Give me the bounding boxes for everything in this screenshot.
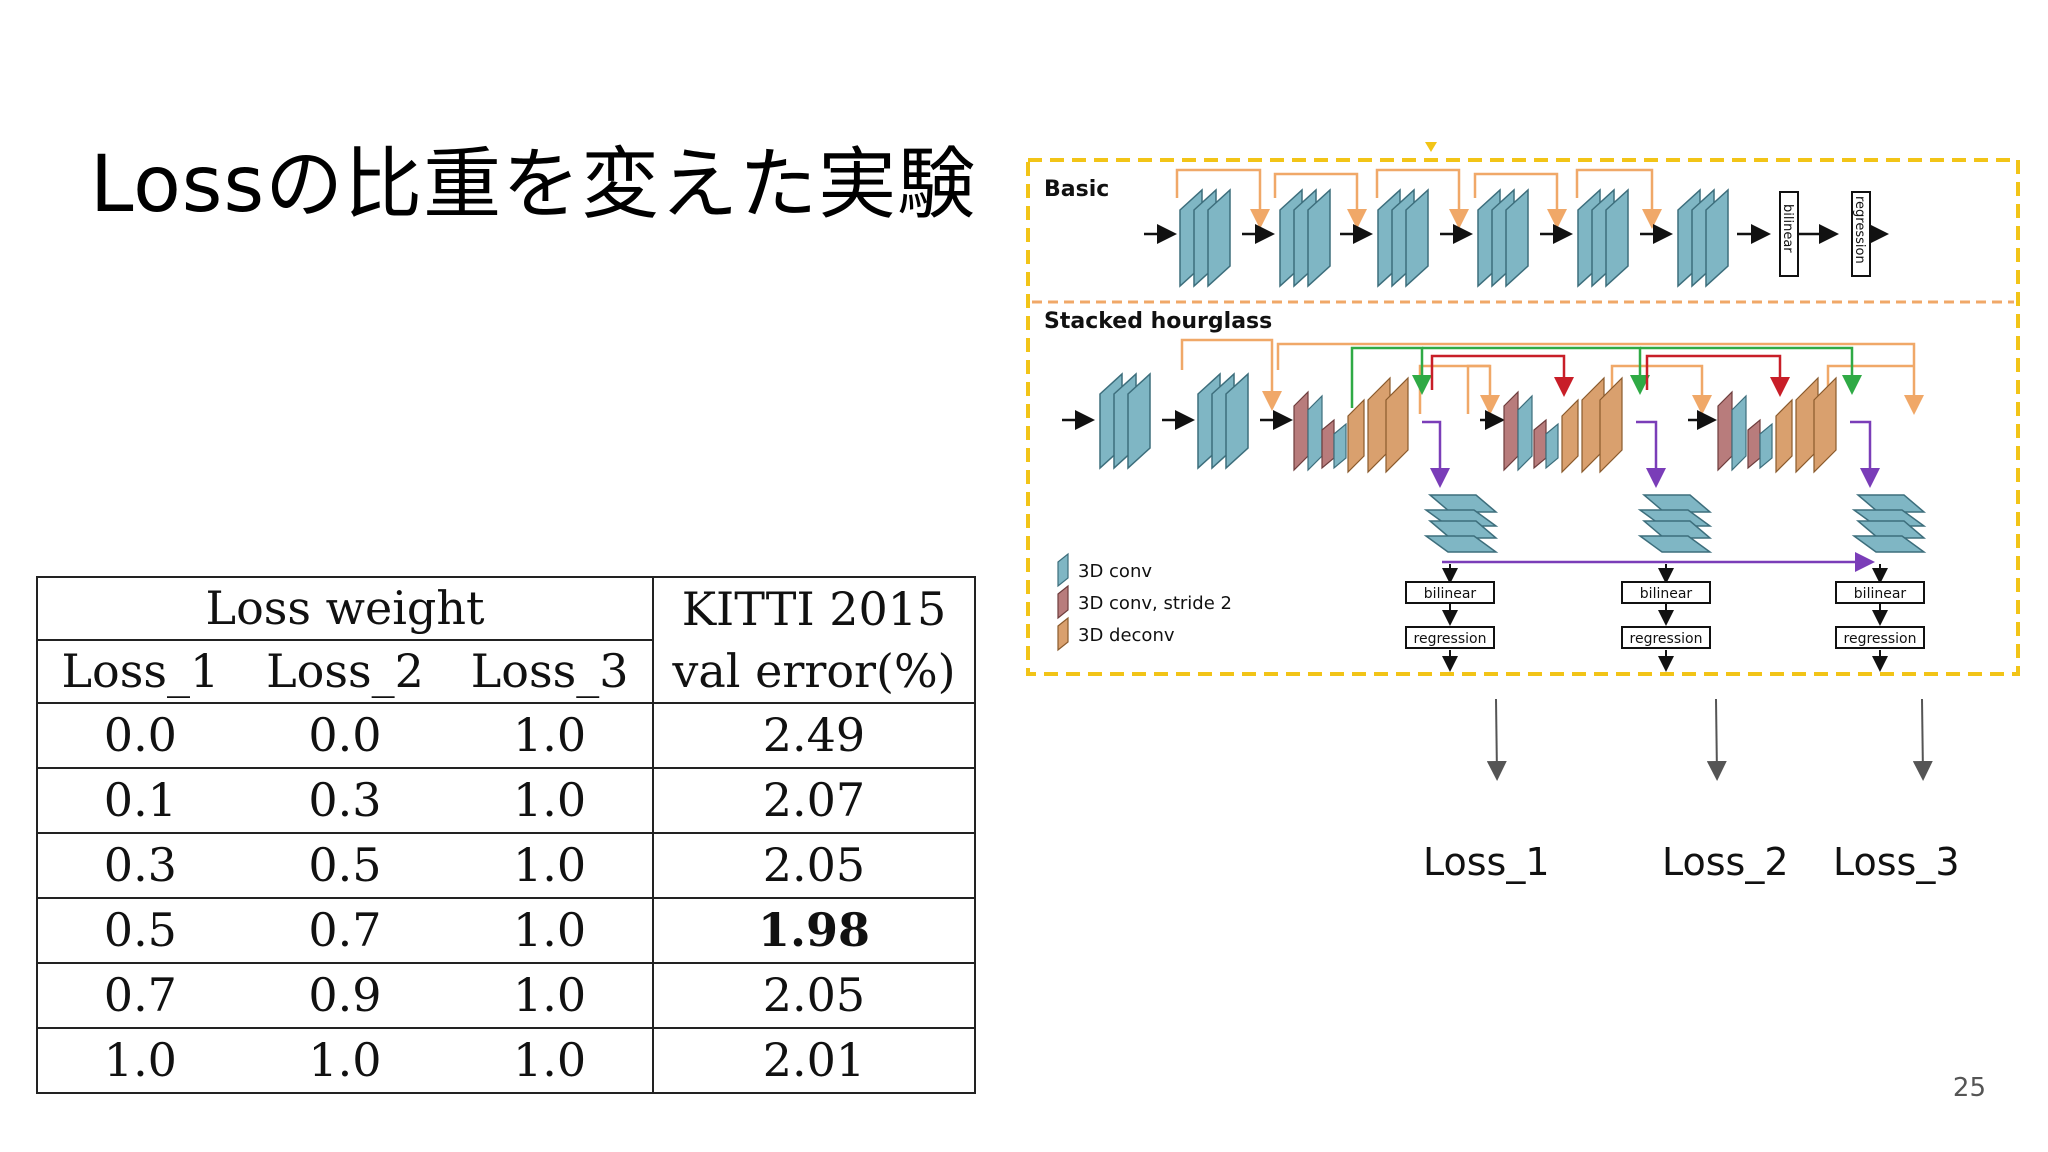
table-row: 0.1 0.3 1.0 2.07: [36, 767, 976, 834]
regression-text-2: regression: [1630, 631, 1703, 647]
bilinear-text-1: bilinear: [1424, 586, 1477, 602]
slide-title: Lossの比重を変えた実験: [90, 140, 977, 230]
cell-loss3: 1.0: [447, 702, 654, 769]
cell-loss2: 0.7: [242, 897, 448, 964]
regression-text-3: regression: [1844, 631, 1917, 647]
bilinear-text-2: bilinear: [1640, 586, 1693, 602]
basic-conv-block-1: [1179, 188, 1231, 288]
cell-loss3: 1.0: [447, 1027, 654, 1094]
basic-label: Basic: [1044, 177, 1109, 202]
loss1-arrow: [1486, 698, 1507, 781]
legend-conv-stride-icon: [1057, 584, 1069, 620]
table-header-row: Loss weight KITTI 2015: [36, 576, 976, 640]
cell-loss1: 0.7: [36, 962, 243, 1029]
cell-loss2: 1.0: [242, 1027, 448, 1094]
cell-loss3: 1.0: [447, 832, 654, 899]
column-header-loss3: Loss_3: [447, 639, 654, 704]
network-architecture-figure: Basic Stacked hourglass: [1026, 142, 2020, 676]
cell-error: 2.01: [652, 1027, 976, 1094]
legend-deconv-label: 3D deconv: [1078, 625, 1175, 646]
cell-loss2: 0.3: [242, 767, 448, 834]
stacked-conv-block-2: [1197, 372, 1249, 470]
loss-weight-header: Loss weight: [36, 576, 654, 640]
loss2-arrow: [1706, 698, 1727, 781]
cell-error: 2.49: [652, 702, 976, 769]
basic-regression-text: regression: [1852, 196, 1867, 264]
cell-loss2: 0.0: [242, 702, 448, 769]
output-slab-2: [1637, 494, 1713, 553]
cell-error: 2.05: [652, 832, 976, 899]
cell-loss3: 1.0: [447, 962, 654, 1029]
cell-loss1: 0.0: [36, 702, 243, 769]
bilinear-box-2: [1621, 581, 1711, 604]
output-slab-3: [1851, 494, 1927, 553]
hourglass-3: [1717, 376, 1837, 474]
cell-loss3: 1.0: [447, 897, 654, 964]
figure-frame: [1026, 158, 2020, 676]
bilinear-box-1: [1405, 581, 1495, 604]
table-row: 0.3 0.5 1.0 2.05: [36, 832, 976, 899]
stacked-hourglass-label: Stacked hourglass: [1044, 309, 1272, 334]
hourglass-1: [1293, 376, 1409, 474]
cell-error: 2.05: [652, 962, 976, 1029]
loss-weight-table: Loss weight KITTI 2015 Loss_1 Loss_2 Los…: [36, 576, 976, 1094]
cell-loss1: 1.0: [36, 1027, 243, 1094]
legend-deconv-icon: [1057, 616, 1069, 652]
cell-loss1: 0.3: [36, 832, 243, 899]
cell-loss2: 0.5: [242, 832, 448, 899]
legend-conv-icon: [1057, 552, 1069, 588]
table-row: 0.5 0.7 1.0 1.98: [36, 897, 976, 964]
basic-conv-block-2: [1279, 188, 1331, 288]
loss1-label: Loss_1: [1423, 840, 1550, 884]
table-row: 1.0 1.0 1.0 2.01: [36, 1027, 976, 1094]
regression-box-1: [1405, 626, 1495, 649]
frame-marker-icon: [1425, 142, 1437, 152]
cell-error-best: 1.98: [652, 897, 976, 964]
basic-row: bilinear regression: [1144, 168, 1889, 288]
output-slab-1: [1423, 494, 1499, 553]
metric-header-line1: KITTI 2015: [652, 576, 976, 640]
basic-bilinear-text: bilinear: [1780, 204, 1795, 253]
cell-loss1: 0.5: [36, 897, 243, 964]
metric-header-line2: val error(%): [652, 640, 976, 704]
table-subheader-row: Loss_1 Loss_2 Loss_3 val error(%): [36, 639, 976, 704]
regression-text-1: regression: [1414, 631, 1487, 647]
table-row: 0.0 0.0 1.0 2.49: [36, 702, 976, 769]
basic-conv-block-5: [1577, 188, 1629, 288]
loss-arrows: [1486, 698, 1933, 781]
basic-conv-block-3: [1377, 188, 1429, 288]
page-number: 25: [1952, 1073, 1986, 1103]
legend-conv-stride-label: 3D conv, stride 2: [1078, 593, 1232, 614]
cell-error: 2.07: [652, 767, 976, 834]
cell-loss1: 0.1: [36, 767, 243, 834]
regression-box-3: [1835, 626, 1925, 649]
basic-bilinear-box: [1779, 191, 1799, 277]
basic-regression-box: [1851, 191, 1871, 277]
bilinear-text-3: bilinear: [1854, 586, 1907, 602]
hourglass-2: [1503, 376, 1623, 474]
bilinear-box-3: [1835, 581, 1925, 604]
figure-legend: 3D conv 3D conv, stride 2 3D deconv: [1057, 552, 1232, 652]
stacked-conv-block-1: [1099, 372, 1151, 470]
column-header-loss2: Loss_2: [242, 639, 448, 704]
stacked-hourglass-row: bilinear regression bilinear regression …: [1062, 338, 1927, 672]
cell-loss2: 0.9: [242, 962, 448, 1029]
loss3-label: Loss_3: [1833, 840, 1960, 884]
table-row: 0.7 0.9 1.0 2.05: [36, 962, 976, 1029]
loss2-label: Loss_2: [1662, 840, 1789, 884]
basic-conv-block-6: [1677, 188, 1729, 288]
regression-box-2: [1621, 626, 1711, 649]
cell-loss3: 1.0: [447, 767, 654, 834]
loss3-arrow: [1912, 698, 1933, 781]
column-header-loss1: Loss_1: [36, 639, 243, 704]
legend-conv-label: 3D conv: [1078, 561, 1152, 582]
basic-conv-block-4: [1477, 188, 1529, 288]
